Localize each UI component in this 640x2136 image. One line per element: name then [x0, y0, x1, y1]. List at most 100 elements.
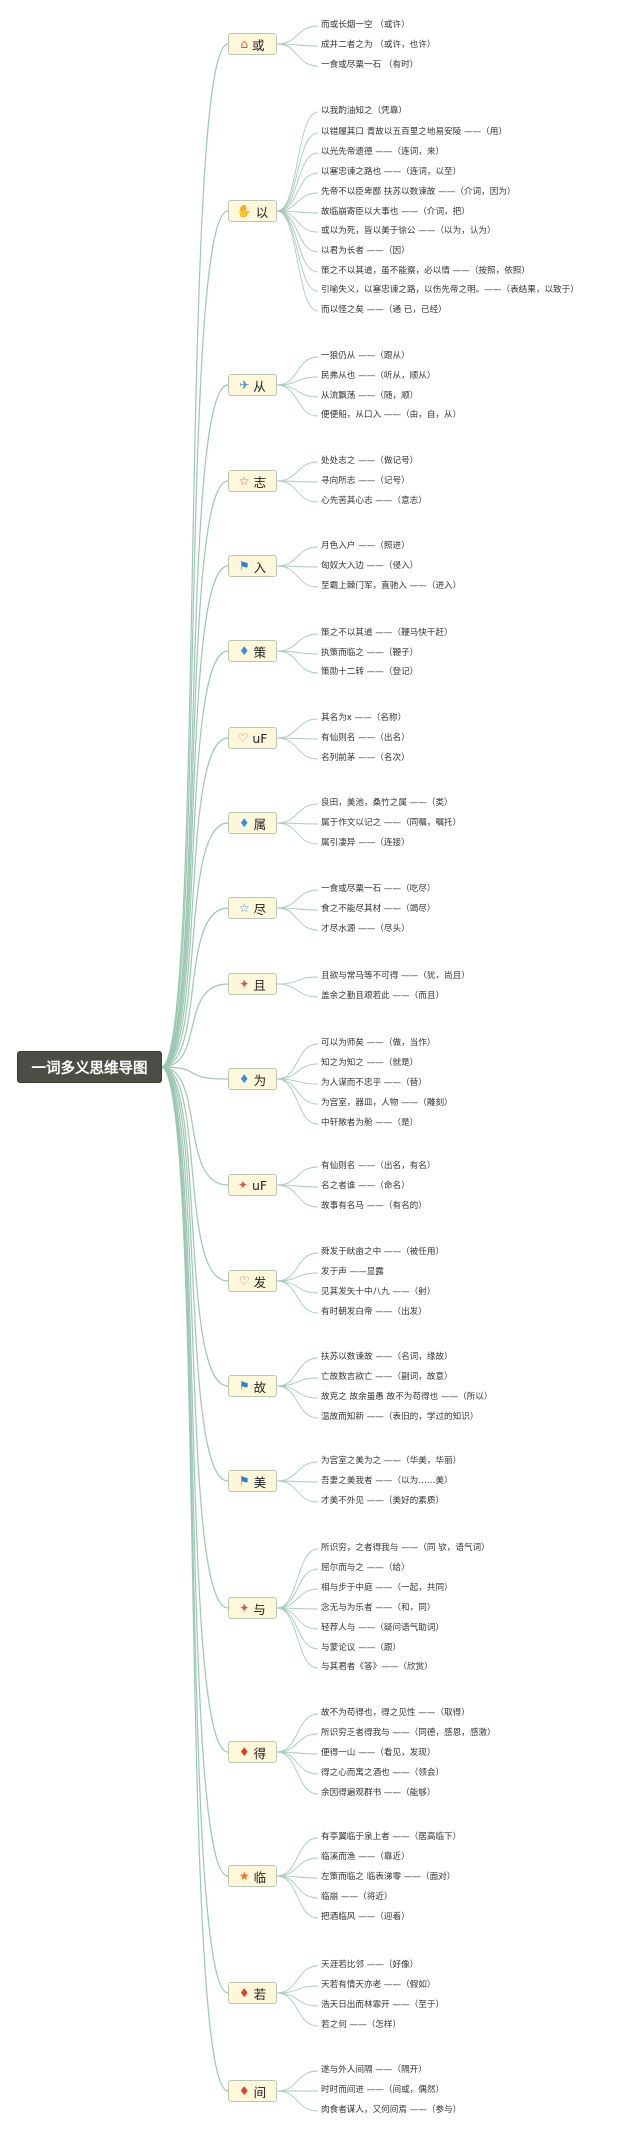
connector-path [276, 152, 319, 212]
branch-node[interactable]: ★临 [228, 1865, 277, 1887]
connector-path [276, 1480, 319, 1503]
leaf-item: 见其发矢十中八九 ——（射） [321, 1287, 436, 1297]
connector-path [276, 1184, 319, 1208]
branch-node[interactable]: ✈从 [228, 374, 277, 396]
connector-path [276, 1992, 319, 2007]
leaf-item: 温故而知新 ——（表旧的，学过的知识） [321, 1412, 479, 1422]
branch-node[interactable]: ♡uF [228, 727, 277, 749]
connector-path [160, 822, 229, 1068]
branch-node[interactable]: ⚑故 [228, 1375, 277, 1397]
leaf-item: 遂与外人间隔 ——（隔开） [321, 2065, 427, 2075]
heart-outline-icon: ♡ [238, 1274, 250, 1288]
connector-path [276, 1992, 319, 2027]
branch-term: 且 [253, 977, 266, 993]
leaf-item: 亡故数言欲亡 ——（副词，故意） [321, 1372, 453, 1382]
connector-path [276, 737, 319, 760]
leaf-item: 舜发于畎亩之中 ——（被任用） [321, 1247, 445, 1257]
branch-term: 故 [253, 1379, 267, 1395]
branch-node[interactable]: ⚑入 [228, 555, 277, 577]
leaf-item: 所识穷乏者得我与 ——（同德，感恩，感激） [321, 1728, 496, 1738]
leaf-item: 属引凄异 ——（连接） [321, 838, 410, 848]
connector-path [276, 1751, 319, 1795]
branch-node[interactable]: ✦且 [228, 973, 277, 995]
connector-path [276, 1607, 319, 1630]
connector-path [276, 1385, 319, 1419]
star-outline-icon: ☆ [238, 474, 250, 488]
leaf-item: 为宫室之美为之 ——（华美，华丽） [321, 1456, 462, 1466]
branch-node[interactable]: ⚑美 [228, 1470, 277, 1492]
leaf-item: 且欲与常马等不可得 ——（犹，尚且） [321, 971, 470, 981]
star-filled-icon: ★ [238, 1869, 250, 1883]
connector-path [276, 210, 319, 253]
branch-term: 与 [253, 1601, 266, 1617]
branch-term: 或 [252, 37, 265, 53]
leaf-item: 故不为苟得也，得之见性 ——（取得） [321, 1708, 470, 1718]
connector-path [276, 384, 319, 398]
leaf-item: 以君为长者 ——（因） [321, 246, 410, 256]
connector-path [276, 1280, 319, 1314]
branch-node[interactable]: ♡发 [228, 1270, 277, 1292]
leaf-item: 至霸上棘门军，直驰入 ——（进入） [321, 581, 462, 591]
leaf-item: 以错履其口 青故以五百里之地易安陵 ——（用） [321, 127, 507, 137]
connector-path [276, 1280, 319, 1294]
leaf-item: 知之为知之 ——（就是） [321, 1058, 419, 1068]
leaf-item: 扶苏以数谏故 ——（名词，缘故） [321, 1352, 453, 1362]
branch-node[interactable]: ⌂或 [228, 33, 277, 55]
flame-red-icon: ♦ [238, 2084, 250, 2098]
connector-path [276, 111, 319, 212]
heart-outline-icon: ♡ [237, 731, 249, 745]
branch-node[interactable]: ♦得 [228, 1741, 277, 1763]
connector-path [276, 461, 319, 482]
connector-path [276, 192, 319, 212]
branch-node[interactable]: ♦属 [228, 812, 277, 834]
leaf-item: 念无与为乐者 ——（和，同） [321, 1603, 436, 1613]
connector-path [276, 889, 319, 909]
leaf-item: 故克之 故余虽愚 故不为苟得也 ——（所以） [321, 1392, 493, 1402]
leaf-item: 其名为x ——（名称） [321, 713, 407, 723]
branch-node[interactable]: ☆志 [228, 470, 277, 492]
connector-path [276, 356, 319, 386]
connector-path [276, 1166, 319, 1186]
connector-path [160, 650, 229, 1068]
branch-node[interactable]: ♦若 [228, 1982, 277, 2004]
branch-node[interactable]: ✋以 [228, 200, 277, 222]
leaf-item: 良田，美池，桑竹之属 ——（类） [321, 798, 453, 808]
flag-icon: ⚑ [238, 559, 250, 573]
flame-red-icon: ♦ [238, 1986, 250, 2000]
connector-path [276, 1063, 319, 1080]
leaf-item: 策之不以其道，虽不能察，必以情 ——（按照，依照） [321, 266, 530, 276]
leaf-item: 便便船，从口入 ——（由，自，从） [321, 410, 462, 420]
branch-term: 美 [253, 1474, 267, 1490]
leaf-item: 匈奴大入边 ——（侵入） [321, 561, 419, 571]
branch-node[interactable]: ♦策 [228, 640, 277, 662]
flag-icon: ⚑ [238, 1379, 250, 1393]
branch-node[interactable]: ☆尽 [228, 897, 277, 919]
branch-node[interactable]: ✦uF [228, 1174, 277, 1196]
leaf-item: 民弗从也 ——（听从，顺从） [321, 371, 436, 381]
leaf-item: 寻向所志 ——（记号） [321, 476, 410, 486]
branch-term: 为 [253, 1072, 267, 1088]
branch-term: 若 [253, 1986, 267, 2002]
connector-path [160, 907, 229, 1068]
leaf-item: 所识穷，之者得我与 ——（同 欤，语气词） [321, 1543, 490, 1553]
branch-node[interactable]: ✦与 [228, 1597, 277, 1619]
leaf-item: 而以怪之矣 ——（通 已，已经） [321, 305, 447, 315]
branch-node[interactable]: ♦为 [228, 1068, 277, 1090]
connector-path [160, 1066, 229, 1282]
connector-path [276, 132, 319, 212]
connector-path [160, 737, 229, 1068]
connector-path [276, 1588, 319, 1609]
leaf-item: 一狼仍从 ——（跟从） [321, 351, 410, 361]
leaf-item: 盖余之勤且艰若此 ——（而且） [321, 991, 445, 1001]
branch-term: 得 [253, 1745, 267, 1761]
connector-path [276, 2090, 319, 2112]
connector-path [276, 1607, 319, 1650]
leaf-item: 临溪而渔 ——（靠近） [321, 1852, 410, 1862]
connector-path [160, 1066, 229, 1994]
connector-path [160, 1066, 229, 1609]
branch-node[interactable]: ♦间 [228, 2080, 277, 2102]
connector-path [276, 1043, 319, 1080]
connector-path [276, 565, 319, 588]
connector-path [276, 822, 319, 845]
